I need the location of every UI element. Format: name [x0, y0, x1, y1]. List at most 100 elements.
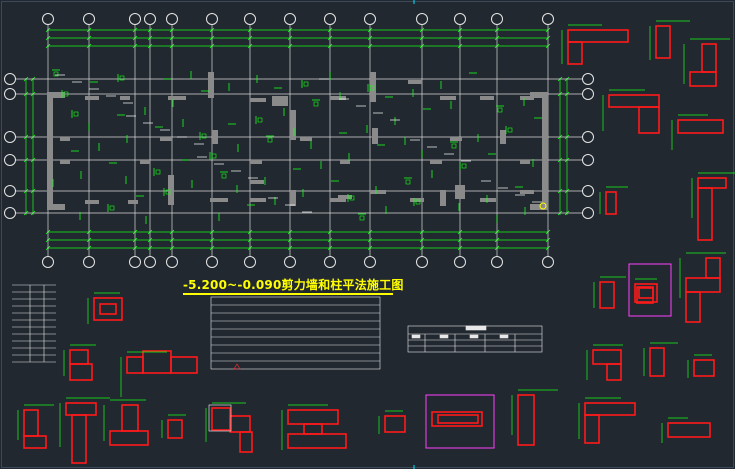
section-detail	[602, 89, 660, 134]
grid-bubble	[42, 256, 54, 268]
rebar-outline	[170, 356, 198, 374]
grid-bubble	[42, 13, 54, 25]
section-detail	[683, 38, 730, 87]
rebar-tag	[507, 127, 513, 133]
section-detail	[671, 114, 724, 150]
wall-segment	[440, 96, 456, 100]
rebar-outline	[93, 297, 123, 321]
section-detail	[281, 404, 347, 450]
wall-segment	[480, 198, 496, 202]
rebar-tag	[211, 153, 217, 159]
rebar-tag	[221, 173, 227, 179]
section-detail	[161, 414, 186, 439]
grid-bubble	[542, 13, 554, 25]
rebar-outline	[69, 349, 89, 365]
notes-table	[210, 296, 381, 370]
wall-segment	[290, 110, 296, 140]
wall-segment	[450, 137, 462, 141]
grid-bubble	[4, 207, 16, 219]
rebar-tag	[405, 179, 411, 185]
rebar-outline	[667, 422, 711, 438]
rebar-outline	[23, 435, 47, 449]
rebar-outline	[584, 402, 636, 416]
rebar-outline	[677, 119, 724, 134]
section-detail	[643, 342, 678, 377]
section-detail	[63, 344, 96, 381]
rebar-outline	[517, 394, 535, 446]
plan-rebar-annotations	[52, 69, 547, 224]
grid-bubble	[206, 256, 218, 268]
grid-bubble	[4, 154, 16, 166]
grid-bubble	[582, 207, 594, 219]
grid-bubble	[166, 256, 178, 268]
wall-segment	[160, 137, 172, 141]
rebar-outline	[693, 359, 715, 377]
grid-bubble	[416, 13, 428, 25]
rebar-outline	[303, 423, 323, 435]
rebar-outline	[685, 277, 721, 293]
rebar-tag	[109, 205, 115, 211]
wall-segment	[520, 190, 534, 194]
wall-segment	[370, 72, 376, 102]
section-detail	[561, 24, 629, 65]
structural-legend-table	[407, 325, 543, 353]
grid-bubble	[582, 88, 594, 100]
rebar-outline	[689, 71, 717, 87]
selected-node-marker	[539, 202, 547, 210]
rebar-outline	[655, 25, 671, 59]
rebar-outline	[606, 363, 622, 381]
wall-segment	[330, 198, 346, 202]
rebar-outline	[599, 281, 615, 309]
rebar-tag	[155, 169, 161, 175]
section-detail	[511, 389, 558, 446]
highlight-box-wall-detail[interactable]	[425, 394, 495, 449]
grid-bubble	[244, 256, 256, 268]
grid-bubble	[4, 88, 16, 100]
section-detail	[691, 172, 735, 241]
rebar-tag	[303, 81, 309, 87]
section-detail	[205, 402, 253, 453]
wall-segment	[60, 137, 70, 141]
rebar-tag	[119, 75, 125, 81]
wall-segment	[250, 180, 264, 184]
section-detail	[687, 354, 715, 378]
rebar-outline	[567, 29, 629, 43]
rebar-outline	[239, 431, 253, 453]
rebar-outline	[99, 303, 117, 315]
rebar-tag	[201, 133, 207, 139]
wall-segment	[168, 175, 174, 205]
section-detail	[593, 276, 626, 309]
grid-bubble	[454, 256, 466, 268]
wall-segment	[168, 96, 186, 100]
rebar-outline	[608, 94, 660, 108]
rebar-tag	[451, 143, 457, 149]
rebar-outline	[697, 187, 713, 241]
grid-bubble	[542, 256, 554, 268]
rebar-outline	[384, 415, 406, 433]
rebar-tag	[359, 215, 365, 221]
wall-segment	[520, 160, 530, 164]
shear-walls	[47, 72, 548, 210]
grid-bubble	[244, 13, 256, 25]
wall-segment	[290, 190, 296, 206]
section-detail	[661, 417, 711, 443]
grid-bubble	[324, 13, 336, 25]
grid-bubble	[206, 13, 218, 25]
rebar-tag	[369, 85, 375, 91]
grid-bubble	[284, 13, 296, 25]
grid-bubble	[491, 13, 503, 25]
wall-segment	[140, 160, 150, 164]
wall-segment	[85, 96, 99, 100]
rebar-tag	[53, 71, 59, 77]
rebar-outline	[229, 415, 251, 433]
grid-bubble	[129, 256, 141, 268]
grid-bubble	[166, 13, 178, 25]
rebar-tag	[349, 195, 355, 201]
highlight-box-column-detail[interactable]	[628, 263, 672, 317]
wall-segment	[210, 198, 228, 202]
rebar-tag	[63, 91, 69, 97]
grid-bubble	[284, 256, 296, 268]
rebar-outline	[638, 106, 660, 134]
